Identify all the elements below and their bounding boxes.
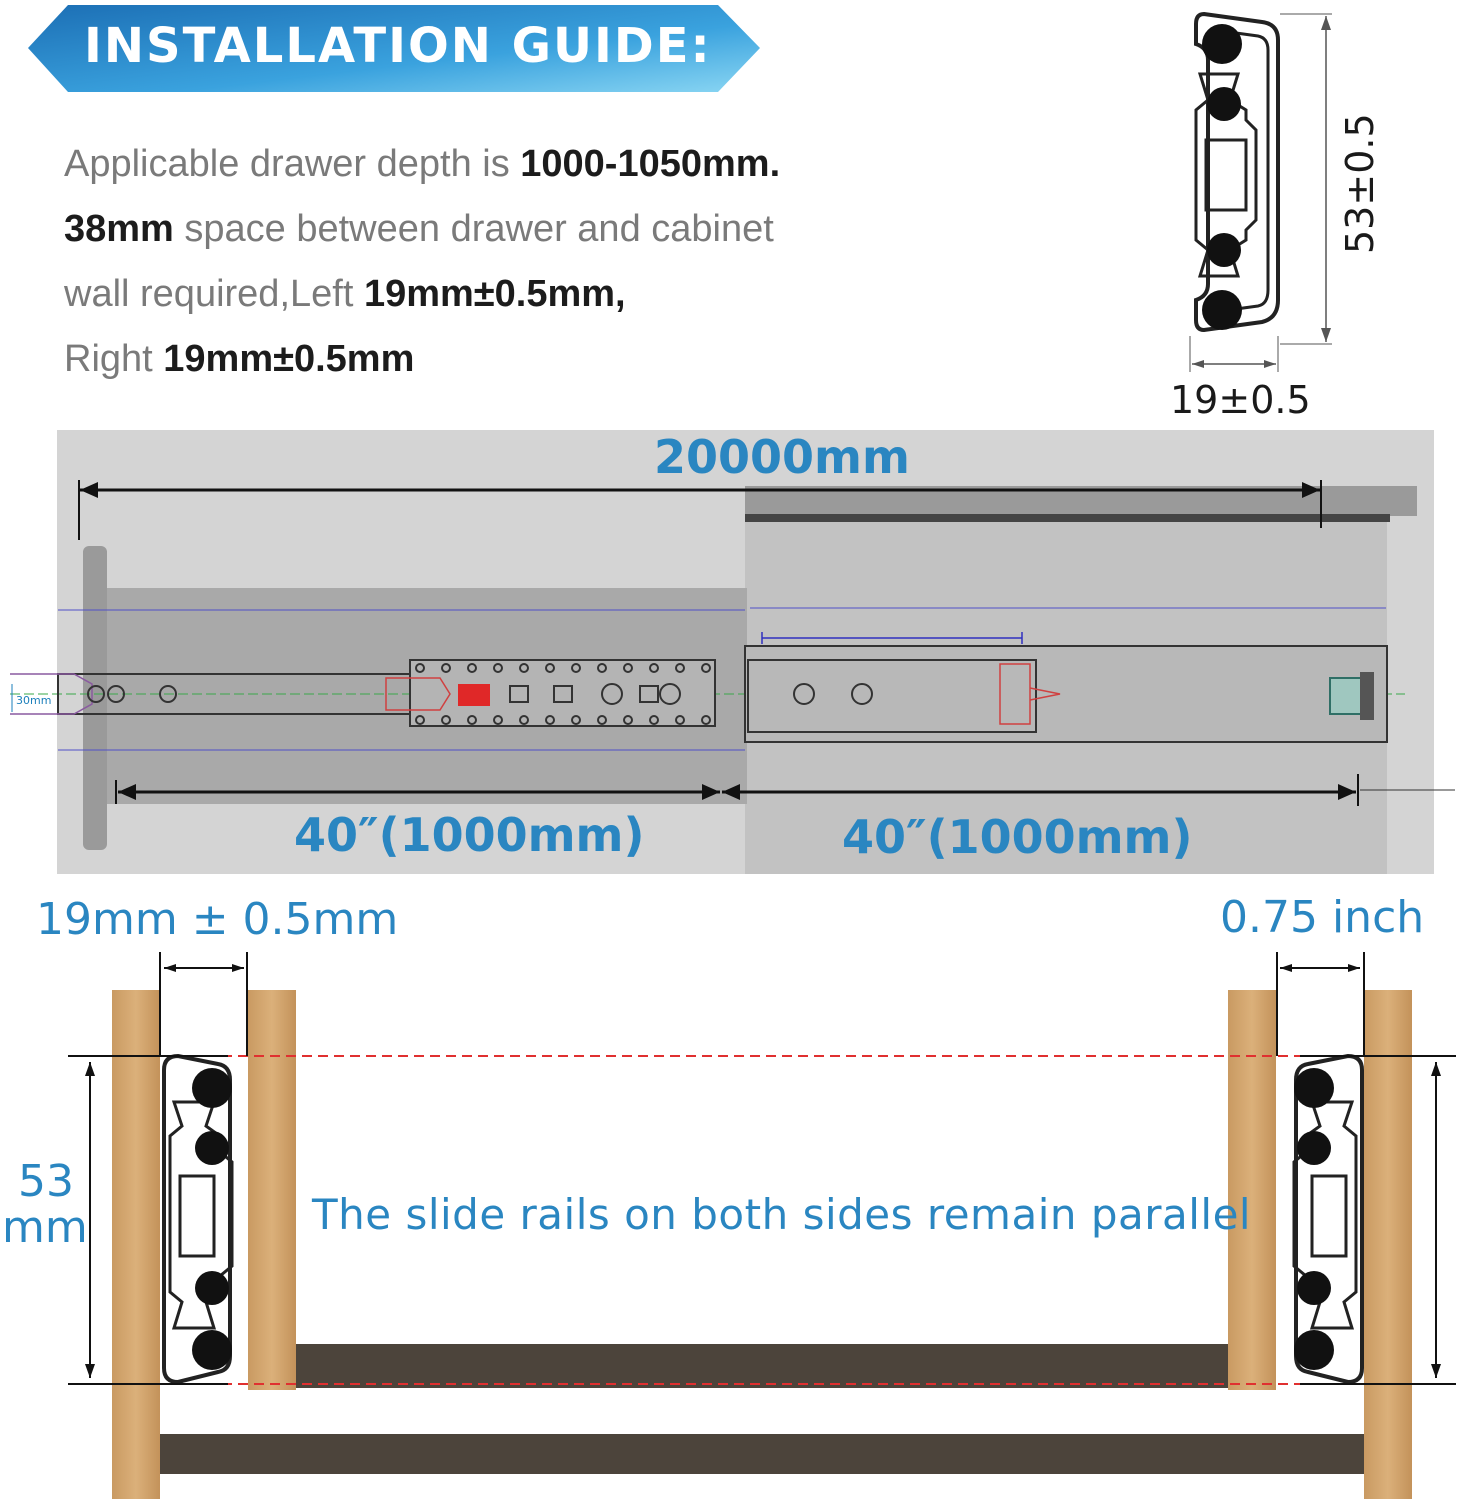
rail-profile-drawing xyxy=(1189,11,1332,372)
ball-bearing-icon xyxy=(1207,87,1241,121)
left-gap-value: 19mm±0.5mm, xyxy=(363,273,626,315)
parallel-caption: The slide rails on both sides remain par… xyxy=(312,1190,1252,1239)
ball-bearing-icon xyxy=(1202,24,1242,64)
left-cabinet-wall xyxy=(112,990,160,1499)
total-length-label: 20000mm xyxy=(654,430,910,484)
height-value-label: 53 xyxy=(18,1156,74,1207)
ball-bearing-icon xyxy=(1207,233,1241,267)
banner-shape xyxy=(28,5,760,92)
banner-title: INSTALLATION GUIDE: xyxy=(84,18,712,74)
profile-width-label: 19±0.5 xyxy=(1170,378,1311,422)
intro-line1-text: Applicable drawer depth is xyxy=(64,143,521,185)
left-rail-profile xyxy=(162,1054,234,1384)
intro-line3-text: wall required,Left xyxy=(64,273,364,315)
left-gap-label: 19mm ± 0.5mm xyxy=(36,894,399,945)
cabinet-bottom-board xyxy=(158,1434,1368,1474)
right-rail-profile xyxy=(1292,1054,1364,1384)
left-length-label: 40″(1000mm) xyxy=(294,808,645,862)
rail-extension-diagram xyxy=(10,430,1455,874)
profile-height-label: 53±0.5 xyxy=(1338,113,1382,254)
right-length-label: 40″(1000mm) xyxy=(842,810,1193,864)
lock-lever-icon xyxy=(458,684,490,706)
cabinet-section-drawing xyxy=(68,952,1456,1499)
right-gap-label: 0.75 inch xyxy=(1220,892,1425,943)
small-dimension-tag: 30mm xyxy=(16,694,52,707)
intro-text: Applicable drawer depth is 1000-1050mm. … xyxy=(64,132,944,392)
ball-bearing-icon xyxy=(1202,290,1242,330)
intro-line2-text: space between drawer and cabinet xyxy=(173,208,774,250)
intro-line4-text: Right xyxy=(64,338,164,380)
space-value: 38mm xyxy=(64,208,174,250)
left-drawer-wall xyxy=(248,990,296,1390)
drawer-depth-value: 1000-1050mm. xyxy=(520,143,781,185)
right-cabinet-wall xyxy=(1364,990,1412,1499)
drawer-bottom-board xyxy=(296,1344,1230,1388)
height-unit-label: mm xyxy=(2,1202,88,1253)
right-gap-value: 19mm±0.5mm xyxy=(163,338,415,380)
